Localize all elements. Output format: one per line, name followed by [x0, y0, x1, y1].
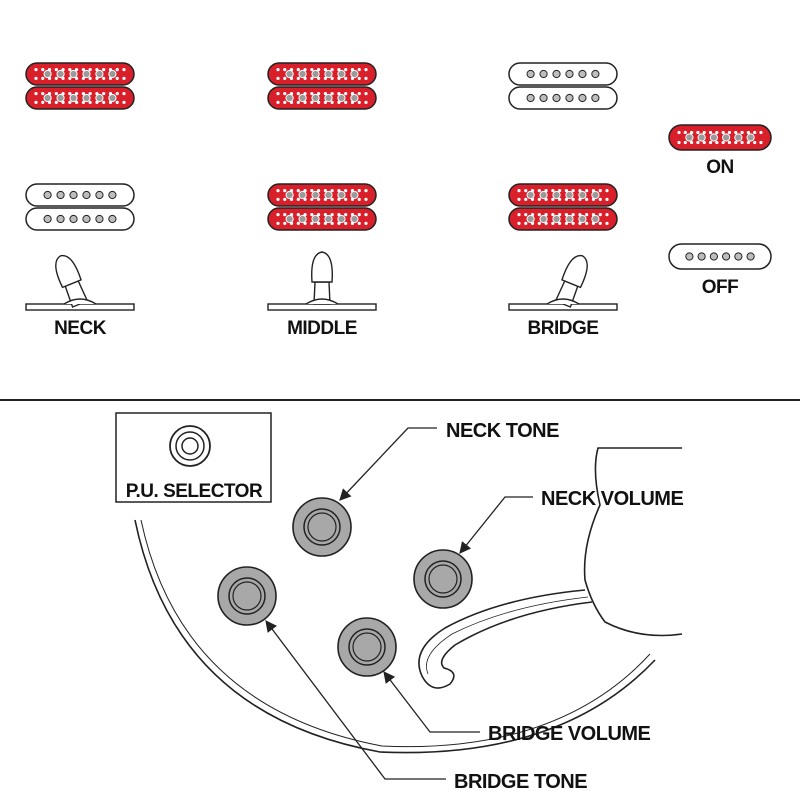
- leader-lines: [265, 427, 533, 780]
- position-group-bridge: BRIDGE: [508, 62, 618, 339]
- legend-off-swatch: [668, 243, 772, 270]
- toggle-switch-icon: [25, 254, 135, 311]
- guitar-body-outline: [134, 447, 683, 754]
- position-label-bridge: BRIDGE: [528, 318, 599, 339]
- humbucker-icon: [508, 183, 618, 231]
- knob-icon: [413, 549, 473, 609]
- jack-icon: [169, 425, 211, 467]
- bridge-tone-leader: [265, 620, 446, 780]
- neck-volume-leader: [459, 496, 533, 554]
- humbucker-icon: [508, 62, 618, 110]
- legend-on-label: ON: [706, 157, 734, 178]
- knob-icon: [337, 617, 397, 677]
- neck-tone-leader: [339, 427, 437, 501]
- knob-icon: [292, 497, 352, 557]
- bridge-volume-label: BRIDGE VOLUME: [488, 723, 651, 745]
- legend: ON OFF: [668, 124, 772, 298]
- pickup-selector-label: P.U. SELECTOR: [126, 481, 263, 502]
- pickup-selector-box: P.U. SELECTOR: [115, 412, 272, 503]
- legend-on-swatch: [668, 124, 772, 151]
- humbucker-icon: [267, 183, 377, 231]
- neck-tone-label: NECK TONE: [446, 420, 559, 442]
- knob-icon: [217, 566, 277, 626]
- position-group-neck: NECK: [25, 62, 135, 339]
- bridge-tone-label: BRIDGE TONE: [454, 771, 587, 793]
- toggle-switch-icon: [267, 251, 377, 311]
- bridge-volume-leader: [383, 671, 480, 733]
- humbucker-icon: [267, 62, 377, 110]
- position-group-middle: MIDDLE: [267, 62, 377, 339]
- humbucker-icon: [25, 183, 135, 231]
- humbucker-icon: [25, 62, 135, 110]
- toggle-switch-icon: [508, 254, 618, 311]
- position-label-middle: MIDDLE: [287, 318, 357, 339]
- neck-volume-label: NECK VOLUME: [541, 488, 683, 510]
- position-label-neck: NECK: [54, 318, 107, 339]
- legend-off-label: OFF: [702, 277, 739, 298]
- selector-positions: NECK MIDDLE BRIDGE: [25, 62, 618, 339]
